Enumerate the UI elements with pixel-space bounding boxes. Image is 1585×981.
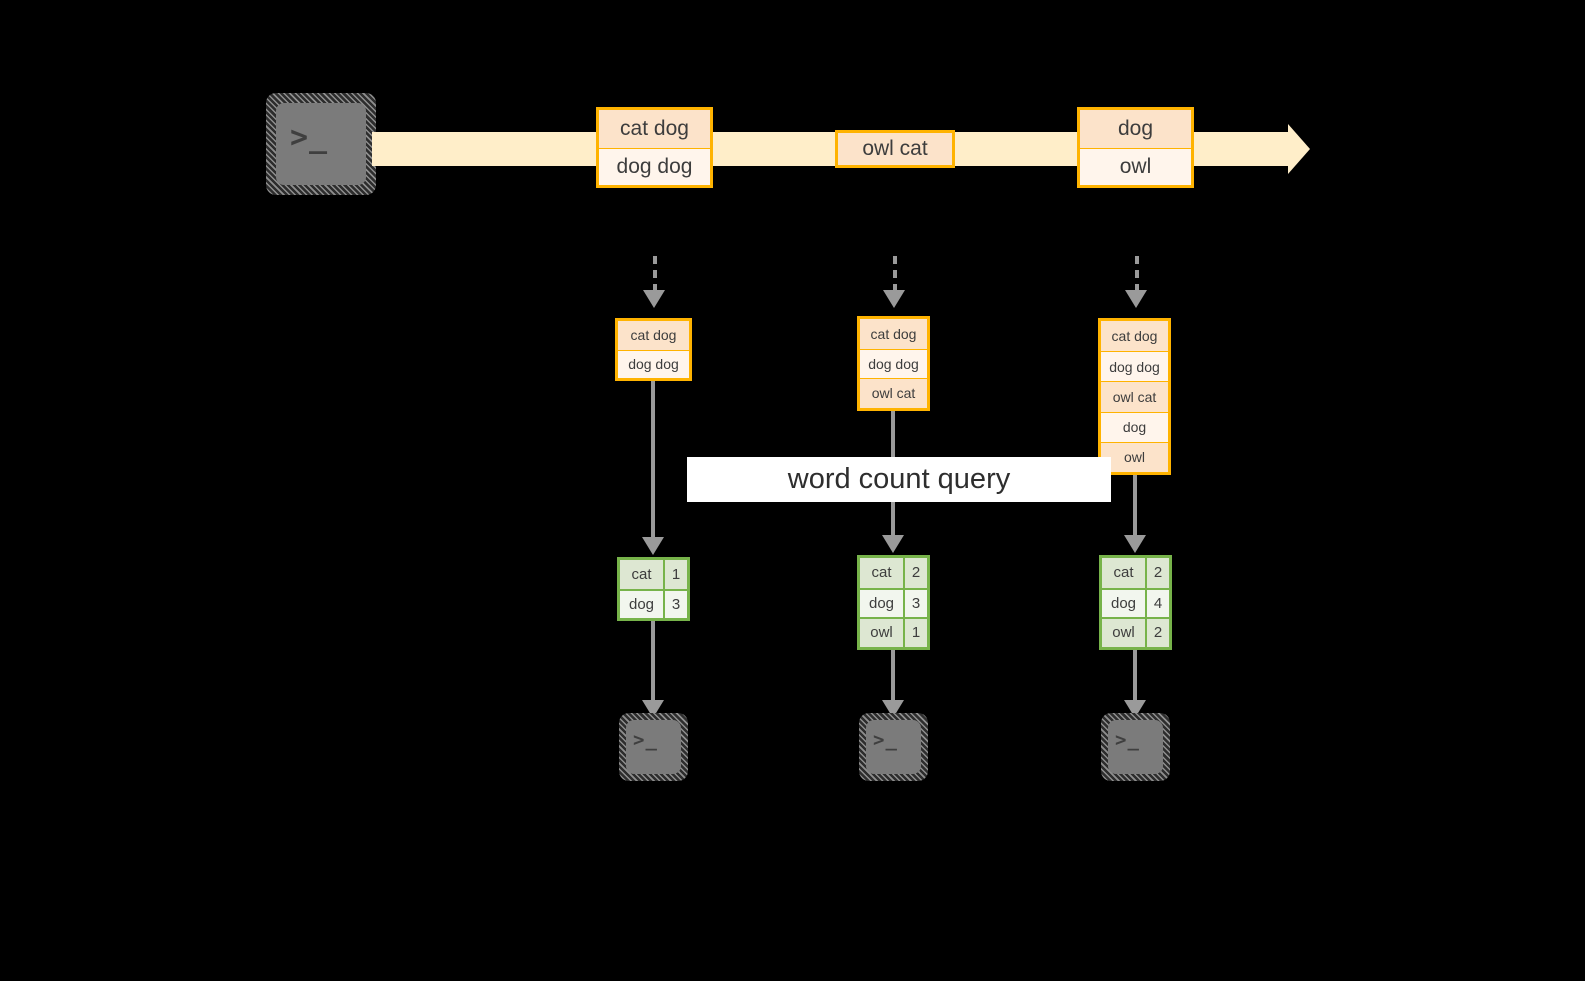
snapshot-3-result-table: cat 2 dog 4 owl 2 [1099, 555, 1172, 650]
snapshot-1-sink-line [651, 621, 655, 703]
snapshot-2-input-table: cat dog dog dog owl cat [857, 316, 930, 411]
result-count-cell: 1 [905, 619, 927, 647]
snapshot-1-result-table: cat 1 dog 3 [617, 557, 690, 621]
table-row: dog 3 [620, 589, 687, 618]
result-count-cell: 4 [1147, 589, 1169, 618]
stream-record-line: cat dog [599, 110, 710, 148]
table-row: dog 3 [860, 587, 927, 618]
terminal-prompt-glyph: >_ [1115, 729, 1140, 751]
table-row: cat 2 [1102, 558, 1169, 588]
result-word-cell: dog [620, 591, 665, 618]
table-row: dog 4 [1102, 587, 1169, 618]
result-word-cell: dog [1102, 589, 1147, 618]
terminal-face [866, 720, 921, 774]
snapshot-3-query-line [1133, 475, 1137, 537]
stream-record-3: dog owl [1077, 107, 1194, 188]
terminal-face [276, 103, 366, 185]
snapshot-1-query-arrowhead [642, 537, 664, 555]
snapshot-1-trigger-arrowhead [643, 290, 665, 308]
result-count-cell: 2 [1147, 619, 1169, 647]
table-row: cat 2 [860, 558, 927, 588]
result-word-cell: dog [860, 589, 905, 618]
snapshot-3-input-table: cat dog dog dog owl cat dog owl [1098, 318, 1171, 475]
snapshot-1-query-line [651, 381, 655, 539]
snapshot-1-sink-terminal-icon: >_ [619, 713, 688, 781]
snapshot-2-result-table: cat 2 dog 3 owl 1 [857, 555, 930, 650]
result-count-cell: 2 [905, 558, 927, 588]
snapshot-2-trigger-arrowhead [883, 290, 905, 308]
result-word-cell: owl [860, 619, 905, 647]
snapshot-3-trigger-line [1135, 256, 1139, 292]
terminal-face [626, 720, 681, 774]
snapshot-3-sink-terminal-icon: >_ [1101, 713, 1170, 781]
snapshot-3-input-row: dog [1101, 411, 1168, 442]
table-row: cat 1 [620, 560, 687, 589]
snapshot-3-input-row: owl cat [1101, 381, 1168, 412]
snapshot-3-query-arrowhead [1124, 535, 1146, 553]
terminal-prompt-glyph: >_ [633, 729, 658, 751]
result-word-cell: cat [1102, 558, 1147, 588]
snapshot-2-query-arrowhead [882, 535, 904, 553]
result-word-cell: cat [620, 560, 665, 589]
snapshot-3-sink-line [1133, 650, 1137, 703]
stream-arrowhead [1288, 124, 1310, 174]
result-word-cell: owl [1102, 619, 1147, 647]
stream-record-line: dog dog [599, 147, 710, 185]
snapshot-3-trigger-arrowhead [1125, 290, 1147, 308]
snapshot-1-trigger-line [653, 256, 657, 292]
result-count-cell: 3 [665, 591, 687, 618]
result-count-cell: 3 [905, 589, 927, 618]
source-terminal-icon: >_ [266, 93, 376, 195]
result-word-cell: cat [860, 558, 905, 588]
snapshot-2-trigger-line [893, 256, 897, 292]
stream-record-line: dog [1080, 110, 1191, 148]
snapshot-3-input-row: owl [1101, 441, 1168, 472]
snapshot-2-input-row: owl cat [860, 378, 927, 408]
stream-record-line: owl [1080, 147, 1191, 185]
query-label: word count query [687, 457, 1111, 502]
snapshot-1-input-row: cat dog [618, 321, 689, 350]
terminal-prompt-glyph: >_ [873, 729, 898, 751]
terminal-prompt-glyph: >_ [290, 120, 329, 155]
stream-record-2: owl cat [835, 130, 955, 168]
snapshot-2-input-row: cat dog [860, 319, 927, 349]
snapshot-3-input-row: cat dog [1101, 321, 1168, 352]
stream-record-line: owl cat [838, 133, 952, 165]
snapshot-2-sink-terminal-icon: >_ [859, 713, 928, 781]
table-row: owl 2 [1102, 617, 1169, 647]
result-count-cell: 1 [665, 560, 687, 589]
stream-record-1: cat dog dog dog [596, 107, 713, 188]
snapshot-3-input-row: dog dog [1101, 351, 1168, 382]
result-count-cell: 2 [1147, 558, 1169, 588]
snapshot-1-input-row: dog dog [618, 349, 689, 378]
snapshot-2-sink-line [891, 650, 895, 703]
snapshot-1-input-table: cat dog dog dog [615, 318, 692, 381]
terminal-face [1108, 720, 1163, 774]
table-row: owl 1 [860, 617, 927, 647]
snapshot-2-input-row: dog dog [860, 348, 927, 379]
